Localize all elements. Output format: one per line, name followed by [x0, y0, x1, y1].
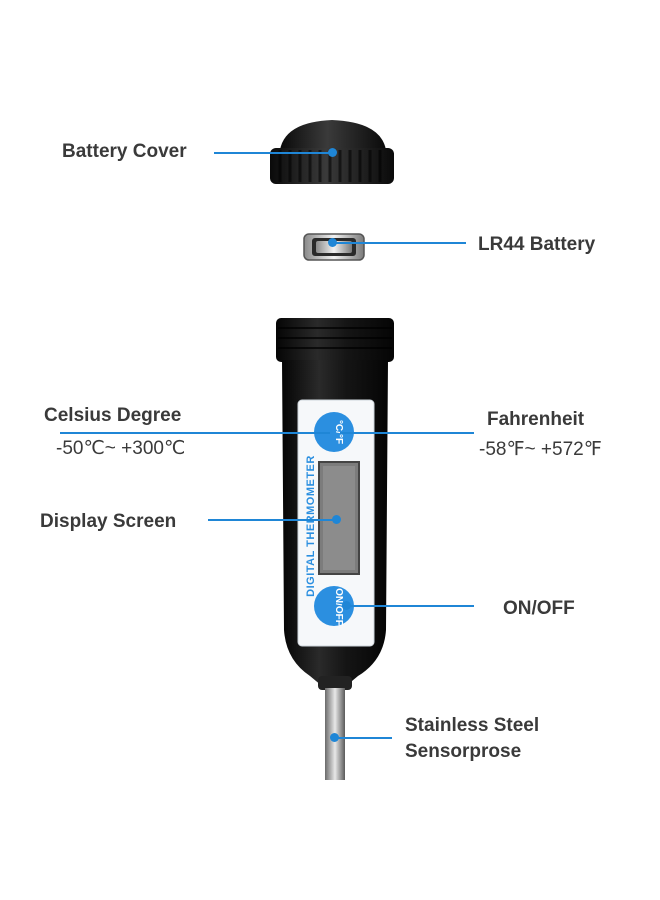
- fahrenheit-range: -58℉~ +572℉: [479, 438, 602, 460]
- power-button-icon: ON/OFF: [324, 583, 344, 631]
- display-screen-leader: [208, 519, 336, 521]
- probe-label-line2: Sensorprose: [405, 740, 522, 762]
- battery-label: LR44 Battery: [478, 234, 596, 255]
- probe-label-line1: Stainless Steel: [405, 715, 540, 736]
- on-off-label: ON/OFF: [503, 598, 575, 619]
- display-screen-dot: [332, 515, 341, 524]
- unit-button-part: [314, 412, 354, 452]
- fahrenheit-leader: [340, 432, 474, 434]
- battery-cover-leader: [214, 152, 332, 154]
- celsius-leader: [60, 432, 330, 434]
- device-side-text: DIGITAL THERMOMETER: [305, 455, 317, 597]
- on-off-leader: [346, 605, 474, 607]
- fahrenheit-label: Fahrenheit -58℉~ +572℉: [479, 407, 602, 462]
- probe-label: Stainless Steel Sensorprose: [405, 713, 539, 764]
- probe-leader: [336, 737, 392, 739]
- power-on-text: ON: [333, 588, 344, 604]
- celsius-label: Celsius Degree -50℃~ +300℃: [44, 403, 185, 461]
- battery-cover-label: Battery Cover: [62, 141, 187, 162]
- celsius-title: Celsius Degree: [44, 405, 182, 426]
- power-button-part: [314, 586, 354, 626]
- display-screen-label: Display Screen: [40, 511, 177, 532]
- celsius-range: -50℃~ +300℃: [56, 437, 186, 459]
- thermometer-body: [276, 318, 394, 780]
- celsius-unit-text: °C: [333, 419, 344, 432]
- power-off-text: OFF: [333, 605, 344, 626]
- battery-cover-part: [270, 120, 394, 184]
- battery-cover-dot: [328, 148, 337, 157]
- battery-dot: [328, 238, 337, 247]
- battery-leader: [334, 242, 466, 244]
- fahrenheit-title: Fahrenheit: [487, 409, 585, 430]
- fahrenheit-unit-text: °F: [333, 433, 344, 445]
- probe-dot: [330, 733, 339, 742]
